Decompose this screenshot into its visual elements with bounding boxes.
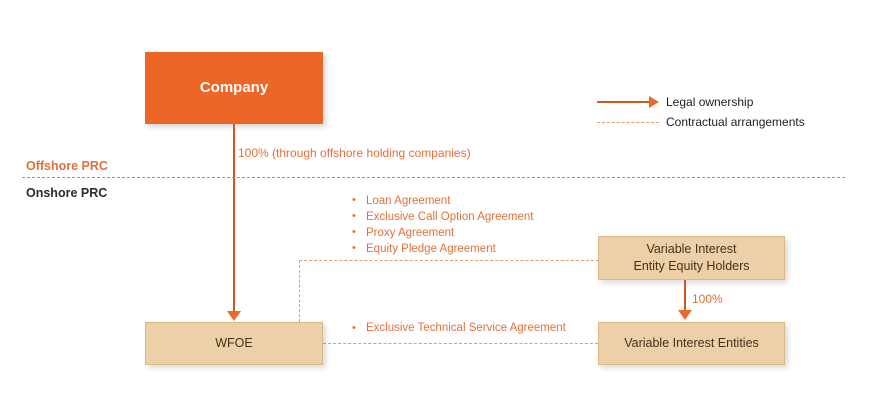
edge-holders-to-wfoe-vertical [299,260,300,322]
edge-label-holders-to-vie: 100% [692,292,723,306]
entity-box-vie-equity-holders-line2: Entity Equity Holders [633,259,750,273]
list-item-agreement: Loan Agreement [352,192,533,209]
edge-wfoe-to-vie-line [323,343,598,344]
entity-box-vie-entities: Variable Interest Entities [598,322,785,365]
edge-holders-to-vie-line [684,280,686,311]
entity-box-vie-equity-holders-line1: Variable Interest [646,242,737,257]
entity-box-company-label: Company [199,78,269,96]
entity-box-vie-equity-holders-label: Variable Interest Entity Equity Holders [633,241,749,275]
entity-box-company: Company [145,52,323,124]
list-item-agreement: Equity Pledge Agreement [352,240,533,257]
entity-box-wfoe-label: WFOE [215,336,253,351]
prc-divider-line [22,177,845,178]
entity-box-vie-entities-label: Variable Interest Entities [624,336,759,351]
edge-label-exclusive-technical-service-agreement: Exclusive Technical Service Agreement [352,322,566,334]
region-label-onshore: Onshore PRC [26,186,108,200]
entity-box-wfoe: WFOE [145,322,323,365]
edge-holders-to-vie-arrowhead [678,310,692,320]
edge-company-to-wfoe-line [233,124,235,318]
legend-label-legal-ownership: Legal ownership [666,95,754,109]
legend-legal-ownership-arrowhead [649,96,659,108]
edge-holders-to-wfoe-horizontal [299,260,599,261]
legend-label-contractual-arrangements: Contractual arrangements [666,115,805,129]
region-label-offshore: Offshore PRC [26,159,108,173]
edge-label-company-to-wfoe: 100% (through offshore holding companies… [238,146,471,160]
contractual-agreements-list: Loan Agreement Exclusive Call Option Agr… [352,192,533,257]
legend-legal-ownership-line [597,101,650,103]
entity-box-vie-equity-holders: Variable Interest Entity Equity Holders [598,236,785,280]
edge-company-to-wfoe-arrowhead [227,311,241,321]
legend-contractual-arrangements-line [597,122,659,123]
list-item-agreement: Proxy Agreement [352,224,533,241]
list-item-agreement: Exclusive Call Option Agreement [352,208,533,225]
